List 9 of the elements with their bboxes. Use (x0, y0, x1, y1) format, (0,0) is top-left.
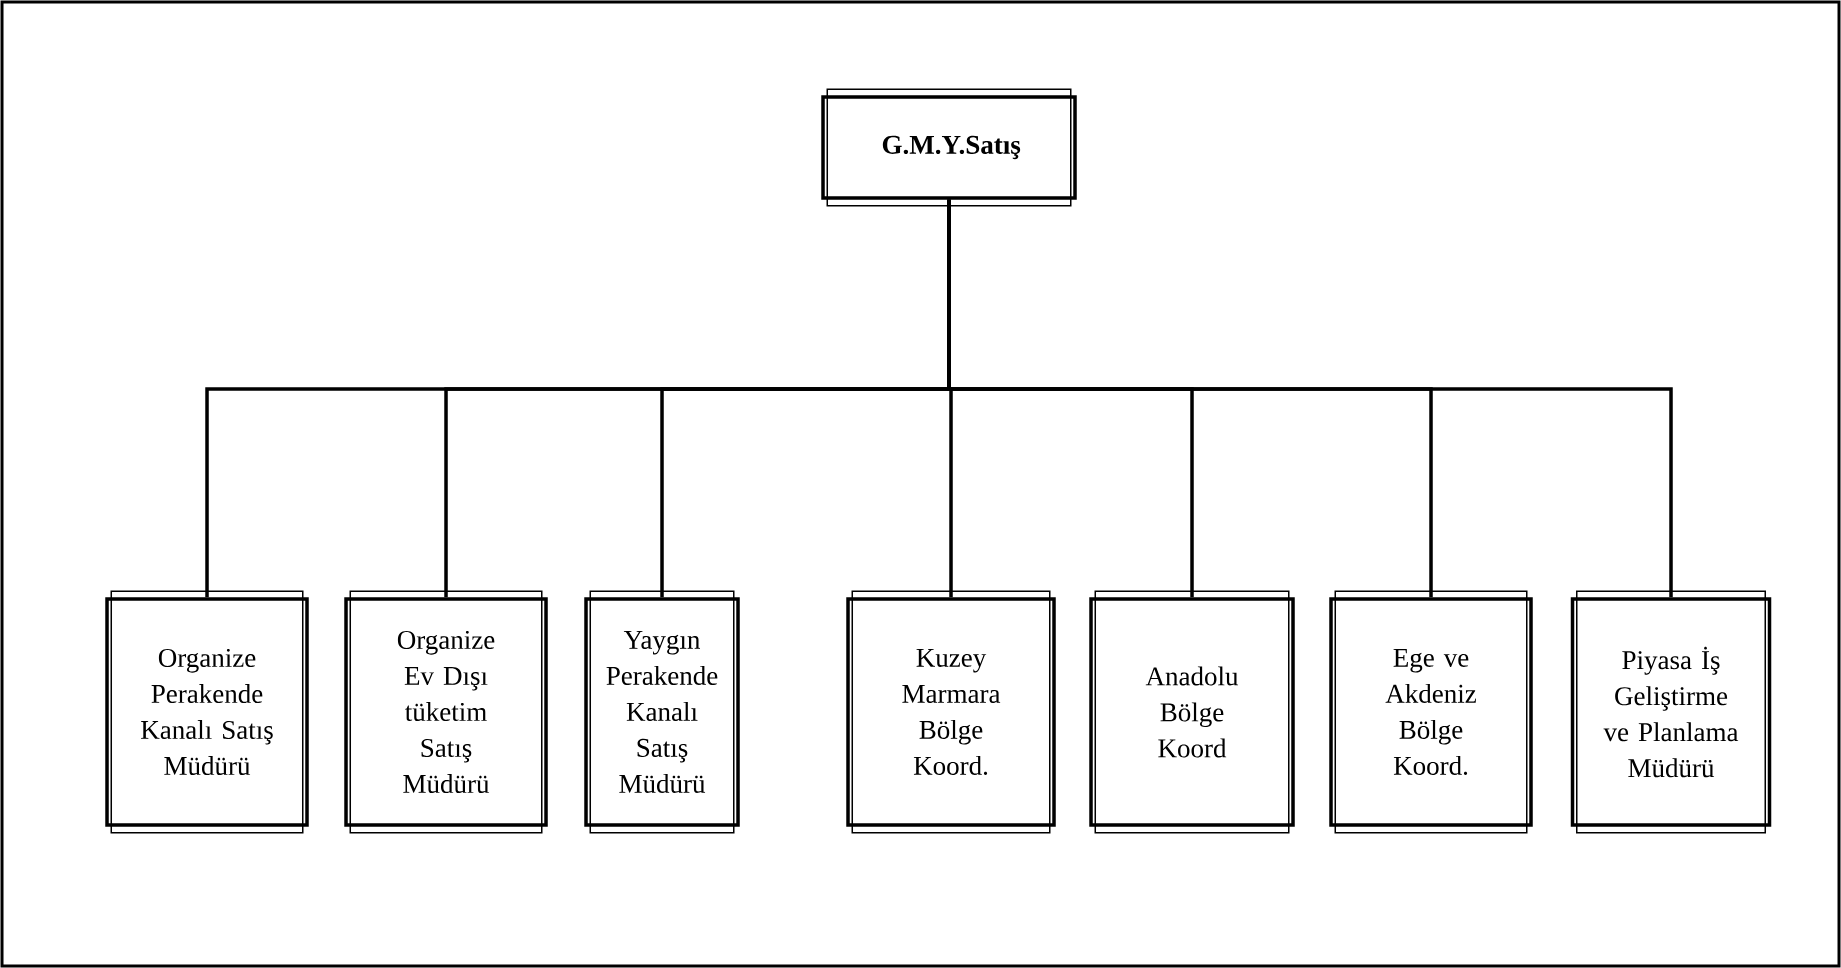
position-box: Organize Perakende Kanalı Satış Müdürü (105, 590, 309, 834)
position-box: Ege ve Akdeniz Bölge Koord. (1329, 590, 1533, 834)
title-box: G.M.Y.Satış (821, 88, 1077, 207)
position-box: Kuzey Marmara Bölge Koord. (846, 590, 1056, 834)
position-box: Yaygın Perakende Kanalı Satış Müdürü (584, 590, 740, 834)
connector-line (947, 199, 1673, 598)
position-box: Anadolu Bölge Koord (1089, 590, 1295, 834)
position-box: Organize Ev Dışı tüketim Satış Müdürü (344, 590, 548, 834)
position-box: Piyasa İş Geliştirme ve Planlama Müdürü (1570, 590, 1772, 834)
